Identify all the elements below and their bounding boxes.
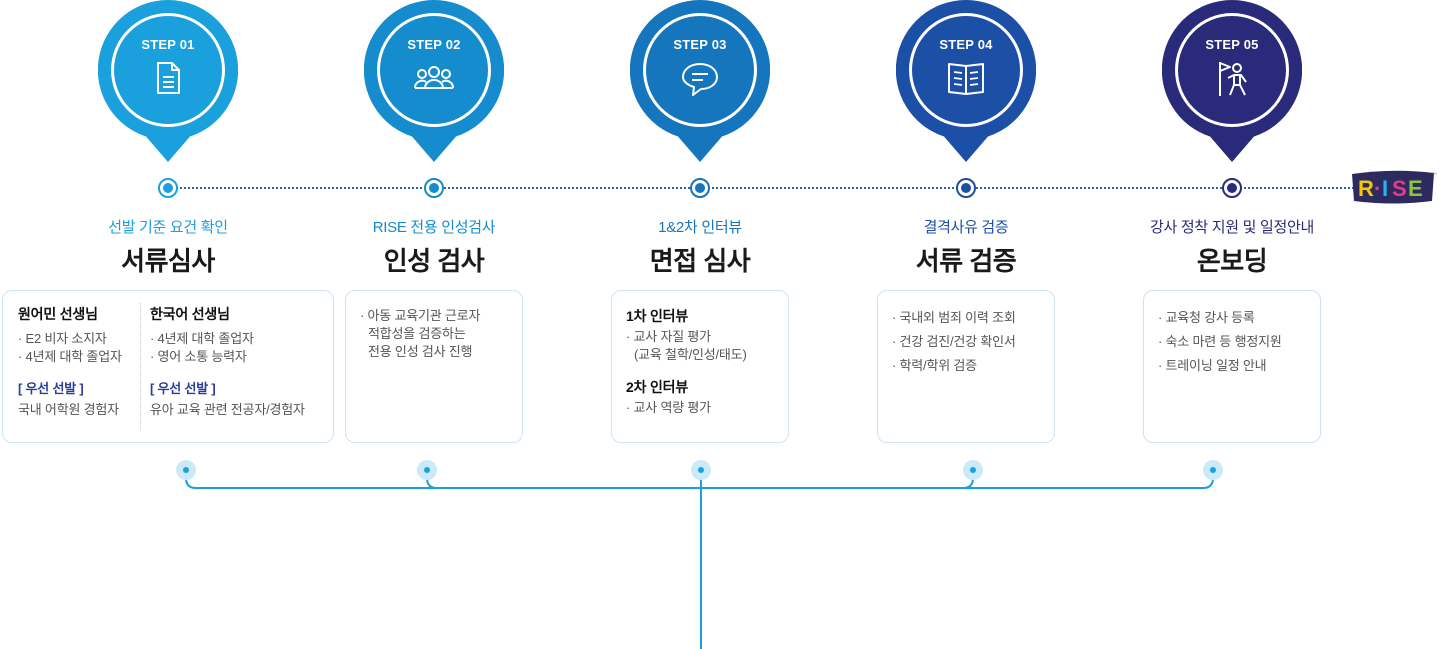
step-title: 면접 심사 (649, 246, 751, 276)
step-02-pin: STEP 02 (364, 0, 504, 162)
korean-teacher-section: 한국어 선생님 · 4년제 대학 졸업자 · 영어 소통 능력자 [ 우선 선발… (150, 305, 330, 419)
step-title: 서류 검증 (915, 246, 1017, 276)
svg-text:S: S (1392, 176, 1407, 201)
svg-text:™: ™ (1432, 172, 1437, 178)
list-item: · 4년제 대학 졸업자 (18, 349, 122, 364)
list-item: · 숙소 마련 등 행정지원 (1158, 334, 1282, 349)
group-icon (414, 66, 454, 89)
connector-node (691, 460, 711, 480)
step-02-heading: RISE 전용 인성검사 인성 검사 (304, 216, 564, 278)
native-teacher-section: 원어민 선생님 · E2 비자 소지자 · 4년제 대학 졸업자 [ 우선 선발… (18, 305, 138, 419)
step-label: STEP 04 (939, 37, 993, 52)
svg-text:E: E (1408, 176, 1423, 201)
step-01-pin: STEP 01 (98, 0, 238, 162)
step-title: 인성 검사 (383, 246, 485, 276)
step-01-card: 원어민 선생님 · E2 비자 소지자 · 4년제 대학 졸업자 [ 우선 선발… (2, 290, 334, 443)
flag-person-icon (1219, 62, 1247, 96)
book-icon (948, 63, 984, 95)
connector-node (963, 460, 983, 480)
rise-logo: R · I S E ™ (1352, 170, 1437, 204)
step-03-card: 1차 인터뷰 · 교사 자질 평가 (교육 철학/인성/태도) 2차 인터뷰 ·… (611, 290, 789, 443)
step-label: STEP 01 (141, 37, 195, 52)
step-subtitle: RISE 전용 인성검사 (372, 219, 496, 236)
list-item: · 국내외 범죄 이력 조회 (892, 310, 1016, 325)
step-04-pin: STEP 04 (896, 0, 1036, 162)
connector-node (176, 460, 196, 480)
chat-icon (682, 63, 718, 96)
card-text: · 아동 교육기관 근로자 (360, 308, 481, 323)
step-subtitle: 선발 기준 요건 확인 (108, 219, 228, 236)
connector-node (417, 460, 437, 480)
priority-label: [ 우선 선발 ] (18, 381, 84, 396)
logo-r: R (1358, 176, 1374, 201)
native-heading: 원어민 선생님 (18, 306, 98, 322)
interview-1-heading: 1차 인터뷰 (626, 308, 688, 324)
priority-text: 유아 교육 관련 전공자/경험자 (150, 402, 305, 417)
list-item: · 트레이닝 일정 안내 (1158, 358, 1267, 373)
step-01-heading: 선발 기준 요건 확인 서류심사 (38, 216, 298, 278)
interview-2-heading: 2차 인터뷰 (626, 379, 688, 395)
card-text: 전용 인성 검사 진행 (368, 344, 473, 359)
pin-shape (1162, 0, 1302, 162)
step-05-heading: 강사 정착 지원 및 일정안내 온보딩 (1102, 216, 1362, 278)
list-item: · 교육청 강사 등록 (1158, 310, 1255, 325)
korean-heading: 한국어 선생님 (150, 306, 230, 322)
step-04-heading: 결격사유 검증 서류 검증 (836, 216, 1096, 278)
step-05-card: · 교육청 강사 등록 · 숙소 마련 등 행정지원 · 트레이닝 일정 안내 (1143, 290, 1321, 443)
timeline-node (690, 178, 710, 198)
document-icon (157, 62, 180, 94)
timeline-node (1222, 178, 1242, 198)
timeline-node (158, 178, 178, 198)
step-03-pin: STEP 03 (630, 0, 770, 162)
list-item: · 교사 자질 평가 (626, 329, 711, 344)
step-title: 온보딩 (1196, 246, 1268, 276)
step-subtitle: 결격사유 검증 (923, 219, 1009, 236)
divider (140, 303, 141, 430)
list-item: · E2 비자 소지자 (18, 331, 107, 346)
priority-label: [ 우선 선발 ] (150, 381, 216, 396)
timeline-node (956, 178, 976, 198)
step-03-heading: 1&2차 인터뷰 면접 심사 (570, 216, 830, 278)
list-item: · 영어 소통 능력자 (150, 349, 247, 364)
step-02-card: · 아동 교육기관 근로자 적합성을 검증하는 전용 인성 검사 진행 (345, 290, 523, 443)
card-text: 적합성을 검증하는 (368, 326, 466, 341)
step-title: 서류심사 (121, 246, 215, 276)
list-item: · 4년제 대학 졸업자 (150, 331, 254, 346)
timeline-line (168, 187, 1358, 189)
connector-node (1203, 460, 1223, 480)
list-item: · 건강 검진/건강 확인서 (892, 334, 1016, 349)
step-subtitle: 1&2차 인터뷰 (658, 219, 742, 236)
step-label: STEP 03 (673, 37, 727, 52)
list-item: · 학력/학위 검증 (892, 358, 977, 373)
list-item: (교육 철학/인성/태도) (634, 347, 747, 362)
step-label: STEP 02 (407, 37, 461, 52)
priority-text: 국내 어학원 경험자 (18, 402, 119, 417)
svg-text:I: I (1382, 176, 1388, 201)
svg-text:·: · (1374, 176, 1381, 201)
timeline-node (424, 178, 444, 198)
step-05-pin: STEP 05 (1162, 0, 1302, 162)
step-label: STEP 05 (1205, 37, 1259, 52)
list-item: · 교사 역량 평가 (626, 400, 711, 415)
step-subtitle: 강사 정착 지원 및 일정안내 (1150, 219, 1314, 236)
step-04-card: · 국내외 범죄 이력 조회 · 건강 검진/건강 확인서 · 학력/학위 검증 (877, 290, 1055, 443)
